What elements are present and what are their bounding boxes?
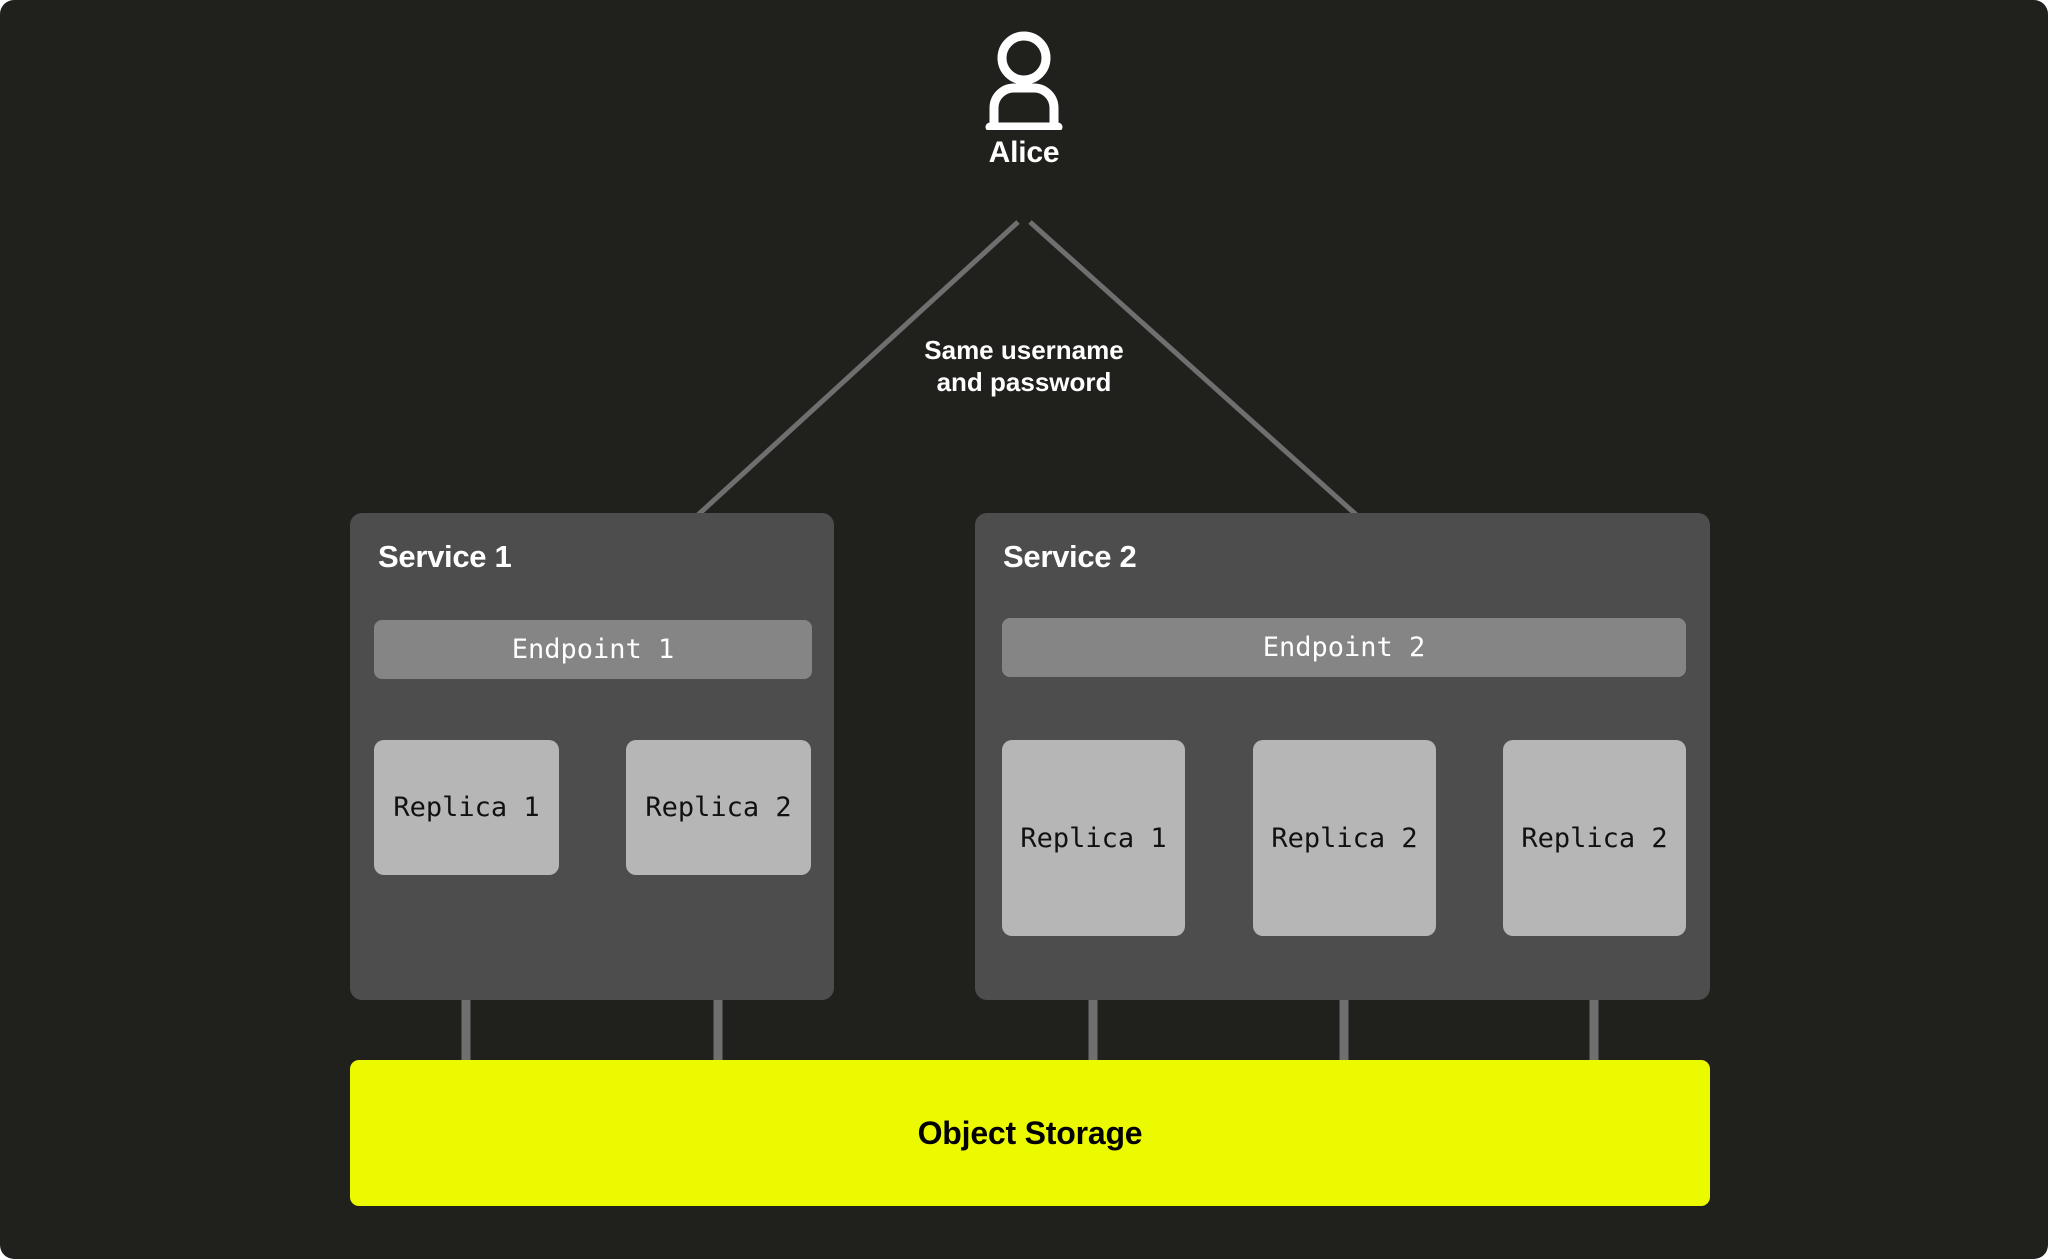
- endpoint-1-label: Endpoint 1: [511, 634, 675, 665]
- actor-alice: Alice: [924, 30, 1124, 170]
- endpoint-1[interactable]: Endpoint 1: [374, 620, 812, 679]
- service-2-replica-1-label: Replica 1: [1020, 822, 1167, 854]
- endpoint-2-label: Endpoint 2: [1262, 632, 1426, 663]
- service-1-title: Service 1: [378, 539, 512, 574]
- object-storage-label: Object Storage: [917, 1114, 1143, 1151]
- service-1-replica-1-label: Replica 1: [393, 792, 540, 823]
- object-storage-bar[interactable]: Object Storage: [350, 1060, 1710, 1206]
- edge-label-line-1: Same username: [924, 335, 1124, 365]
- service-2-title: Service 2: [1003, 539, 1137, 574]
- service-2-replica-3[interactable]: Replica 2: [1503, 740, 1686, 936]
- user-icon: [985, 31, 1063, 130]
- service-1-replica-2[interactable]: Replica 2: [626, 740, 811, 875]
- service-2-replica-3-label: Replica 2: [1521, 822, 1668, 854]
- service-1-replica-2-label: Replica 2: [645, 792, 792, 823]
- edge-label: Same username and password: [824, 335, 1224, 398]
- service-2-replica-2[interactable]: Replica 2: [1253, 740, 1436, 936]
- service-2-replica-2-label: Replica 2: [1271, 822, 1418, 854]
- service-1-replica-1[interactable]: Replica 1: [374, 740, 559, 875]
- actor-label: Alice: [988, 136, 1060, 169]
- service-2-replica-1[interactable]: Replica 1: [1002, 740, 1185, 936]
- edge-label-line-2: and password: [936, 366, 1112, 397]
- endpoint-2[interactable]: Endpoint 2: [1002, 618, 1686, 677]
